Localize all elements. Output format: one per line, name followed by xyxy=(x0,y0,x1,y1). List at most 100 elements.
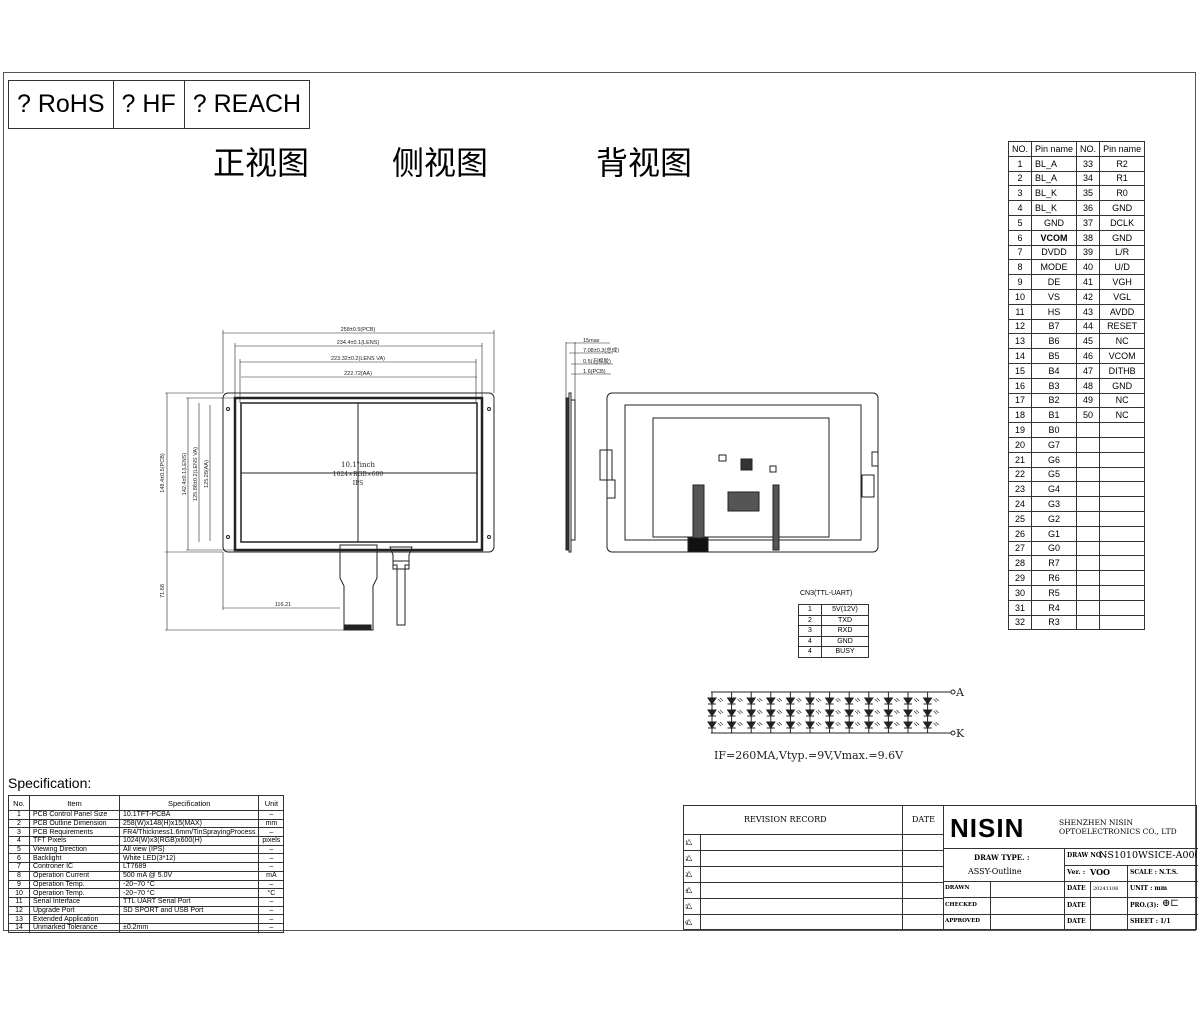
revision-triangle-icon: △6 xyxy=(685,917,693,926)
revision-triangle-icon: △5 xyxy=(685,901,693,910)
pin-number xyxy=(1076,540,1101,557)
pcb-outline xyxy=(222,392,495,553)
led-diode-icon xyxy=(824,709,835,717)
cn3-pin: 4 xyxy=(798,635,822,647)
pin-number: 7 xyxy=(1007,244,1033,261)
pin-number xyxy=(1076,614,1101,631)
led-diode-icon xyxy=(707,697,717,705)
cn3-pin: 3 xyxy=(798,625,822,637)
pin-name: B1 xyxy=(1031,407,1078,424)
revision-number: 1 xyxy=(685,840,689,846)
led-diode-icon xyxy=(844,709,855,717)
pin-name xyxy=(1099,540,1146,557)
checked-label: CHECKED xyxy=(945,902,977,908)
led-diode-icon xyxy=(785,697,796,705)
spec-unit: – xyxy=(258,905,285,916)
pin-number: 3 xyxy=(1007,185,1033,202)
pin-number xyxy=(1076,570,1101,586)
spec-item: Controner IC xyxy=(29,862,120,872)
led-diode-icon xyxy=(805,709,815,717)
spec-no: 13 xyxy=(8,914,30,924)
spec-value: White LED(3*12) xyxy=(118,853,260,864)
pin-number: 27 xyxy=(1007,540,1033,557)
spec-unit: °C xyxy=(258,888,285,898)
pin-name: HS xyxy=(1031,303,1078,320)
pin-number: 45 xyxy=(1076,333,1101,350)
pin-number xyxy=(1076,510,1101,527)
pin-name: B6 xyxy=(1031,333,1078,350)
light-emission-icon xyxy=(854,697,861,703)
pin-name: GND xyxy=(1099,377,1146,394)
revision-number: 2 xyxy=(685,856,689,862)
pin-number: 29 xyxy=(1007,570,1033,586)
spec-no: 10 xyxy=(8,888,30,898)
light-emission-icon xyxy=(815,709,822,715)
spec-unit: mA xyxy=(258,870,285,881)
spec-header-item: Item xyxy=(29,795,120,811)
pin-name xyxy=(1099,466,1146,483)
pin-number: 42 xyxy=(1076,288,1101,305)
led-diode-icon xyxy=(863,721,874,729)
pin-header-name-2: Pin name xyxy=(1099,141,1146,157)
pin-name: RESET xyxy=(1099,318,1146,335)
spec-value: LT7689 xyxy=(118,862,260,872)
drawn-date-label: DATE xyxy=(1067,885,1086,892)
spec-unit: – xyxy=(258,810,285,820)
spec-unit: – xyxy=(258,862,285,872)
pin-number xyxy=(1076,422,1101,438)
spec-value: SD SPORT and USB Port xyxy=(118,905,260,916)
revision-triangle-icon: △2 xyxy=(685,853,693,862)
spec-item: Extended Application xyxy=(29,914,120,924)
cn3-pin: 4 xyxy=(798,646,822,658)
pin-name: R1 xyxy=(1099,170,1146,187)
pin-number xyxy=(1076,451,1101,468)
light-emission-icon xyxy=(933,709,939,715)
light-emission-icon xyxy=(737,721,743,727)
pin-number: 9 xyxy=(1007,274,1033,290)
company-name-2: OPTOELECTRONICS CO., LTD xyxy=(1059,827,1177,836)
spec-title: Specification: xyxy=(8,775,92,791)
spec-no: 4 xyxy=(8,836,30,846)
pin-name: BL_K xyxy=(1031,185,1078,202)
pin-name: BL_A xyxy=(1031,155,1078,172)
led-diode-icon xyxy=(883,709,894,717)
front-view: 258±0.5(PCB) 234.4±0.1(LENS) 223.32±0.2(… xyxy=(160,327,495,631)
approved-date-label: DATE xyxy=(1067,918,1086,925)
back-view-title: 背视图 xyxy=(596,144,693,182)
pin-name: G5 xyxy=(1031,466,1078,483)
spec-item: Unmarked Tolerance xyxy=(29,922,120,933)
pin-number: 22 xyxy=(1007,466,1033,483)
led-diode-icon xyxy=(844,721,855,729)
pin-name: NC xyxy=(1099,407,1146,424)
pin-name: BL_A xyxy=(1031,170,1078,187)
revision-date-header: DATE xyxy=(912,815,935,824)
pin-number: 20 xyxy=(1007,436,1033,453)
spec-value: 258(W)x148(H)x15(MAX) xyxy=(118,818,260,829)
pin-number: 6 xyxy=(1007,229,1033,246)
pin-name xyxy=(1099,451,1146,468)
light-emission-icon xyxy=(874,721,881,727)
pin-number: 40 xyxy=(1076,259,1101,276)
certification-boxes: ? RoHS ? HF ? REACH xyxy=(8,80,311,129)
pin-name: G1 xyxy=(1031,525,1078,542)
pin-name: B2 xyxy=(1031,392,1078,409)
pin-number xyxy=(1076,584,1101,601)
spec-item: PCB Control Panel Size xyxy=(29,810,120,820)
cn3-pin: 1 xyxy=(798,604,822,616)
pin-number: 34 xyxy=(1076,170,1101,187)
led-diode-icon xyxy=(805,721,815,729)
